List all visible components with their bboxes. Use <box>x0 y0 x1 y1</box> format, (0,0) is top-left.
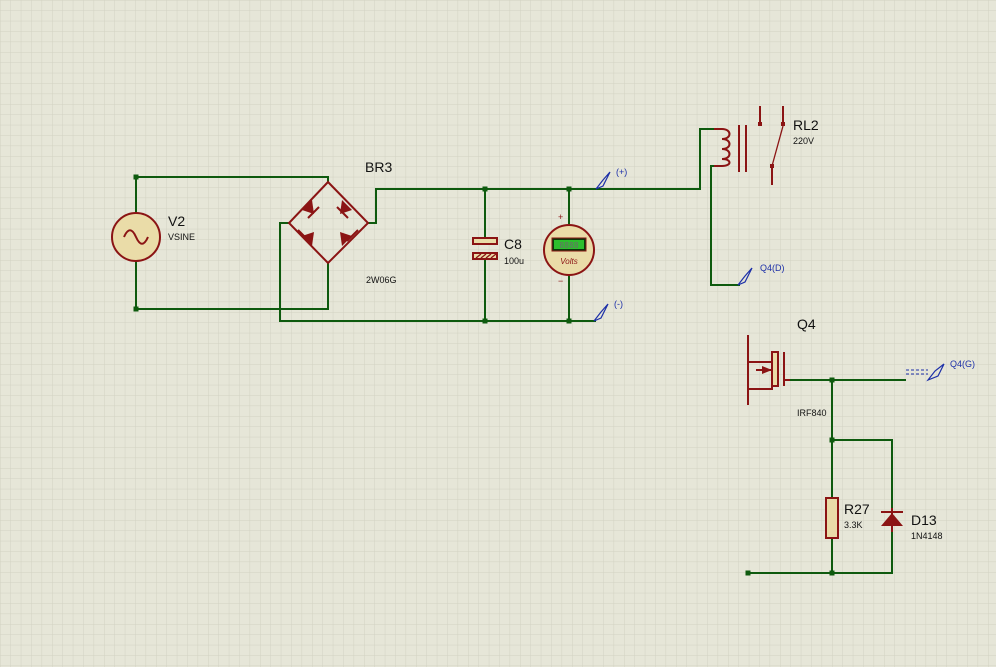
voltmeter-minus: − <box>558 276 563 286</box>
wire-relay-drain[interactable] <box>710 165 740 286</box>
bridge-value: 2W06G <box>366 275 397 285</box>
terminal-gate-label: Q4(G) <box>950 359 975 369</box>
wires <box>135 128 906 574</box>
junction-dot <box>829 437 835 443</box>
terminal-pos-label: (+) <box>616 167 627 177</box>
junction-dot <box>133 174 139 180</box>
capacitor-plate-top <box>472 237 498 245</box>
bridge-outline <box>287 180 370 265</box>
mosfet-body <box>771 351 779 387</box>
terminal-flag-icon <box>737 267 753 286</box>
terminal-gate[interactable]: Q4(G) <box>906 359 975 382</box>
capacitor-plate-bottom <box>472 252 498 260</box>
mosfet-arrow-icon <box>762 366 772 374</box>
relay-name: RL2 <box>793 117 819 133</box>
terminal-flag-icon <box>593 303 609 322</box>
source-name: V2 <box>168 213 185 229</box>
mosfet-name: Q4 <box>797 316 816 332</box>
bridge-br3[interactable]: BR3 2W06G <box>287 159 397 285</box>
diode-icon <box>340 200 352 214</box>
wire-negative-rail[interactable] <box>279 222 596 322</box>
capacitor-value: 100u <box>504 256 524 266</box>
junction-dot <box>482 186 488 192</box>
junction-dot <box>133 306 139 312</box>
junction-dot <box>566 318 572 324</box>
junction-dot <box>482 318 488 324</box>
terminal-flag-icon <box>595 171 611 190</box>
wire-gate-diode[interactable] <box>832 439 893 510</box>
diode-triangle-icon <box>881 513 903 526</box>
relay-value: 220V <box>793 136 814 146</box>
wire-ground[interactable] <box>748 530 893 574</box>
diode-bar <box>307 206 320 219</box>
capacitor-c8[interactable]: C8 100u <box>472 236 524 266</box>
voltmeter-display: 8888 <box>559 241 578 250</box>
terminal-pos[interactable]: (+) <box>595 167 627 190</box>
terminal-drain-label: Q4(D) <box>760 263 785 273</box>
hatch-line <box>480 253 487 259</box>
diode-name: D13 <box>911 512 937 528</box>
terminal-flag-icon <box>926 363 945 382</box>
junctions <box>133 174 835 576</box>
wire-source-top[interactable] <box>135 176 329 213</box>
relay-switch-arm <box>771 125 784 167</box>
terminal-drain[interactable]: Q4(D) <box>737 263 785 286</box>
relay-contact-dot <box>770 164 774 168</box>
source-v2[interactable]: V2 VSINE <box>111 212 195 262</box>
relay-rl2[interactable]: RL2 220V <box>714 106 819 185</box>
hatch-line <box>475 253 482 259</box>
junction-dot <box>829 570 835 576</box>
relay-contact-dot <box>781 122 785 126</box>
diode-bar <box>336 206 349 219</box>
diode-icon <box>302 200 314 214</box>
voltmeter-lcd-face <box>554 240 584 249</box>
wire-source-bottom[interactable] <box>135 261 329 310</box>
resistor-r27[interactable]: R27 3.3K <box>825 497 870 539</box>
diode-d13[interactable]: D13 1N4148 <box>881 508 943 541</box>
relay-coil-icon <box>714 128 731 167</box>
capacitor-name: C8 <box>504 236 522 252</box>
junction-dot <box>745 570 751 576</box>
resistor-value: 3.3K <box>844 520 863 530</box>
source-value: VSINE <box>168 232 195 242</box>
mosfet-value: IRF840 <box>797 408 827 418</box>
terminal-neg-label: (-) <box>614 299 623 309</box>
sine-wave-icon <box>123 229 149 245</box>
diode-bar <box>297 229 310 242</box>
junction-dot <box>566 186 572 192</box>
terminal-neg[interactable]: (-) <box>593 299 623 322</box>
diode-icon <box>340 232 352 246</box>
voltmeter[interactable]: 8888 Volts + − <box>543 212 595 286</box>
resistor-name: R27 <box>844 501 870 517</box>
hatch-line <box>485 253 492 259</box>
wire-positive-rail[interactable] <box>368 128 714 224</box>
bridge-name: BR3 <box>365 159 392 175</box>
voltmeter-unit: Volts <box>560 257 578 266</box>
diode-bar <box>346 229 359 242</box>
diode-value: 1N4148 <box>911 531 943 541</box>
hatch-line <box>490 253 497 259</box>
mosfet-q4[interactable]: Q4 IRF840 <box>747 316 827 418</box>
resistor-body <box>825 497 839 539</box>
relay-contact-dot <box>758 122 762 126</box>
voltmeter-plus: + <box>558 212 563 222</box>
junction-dot <box>829 377 835 383</box>
